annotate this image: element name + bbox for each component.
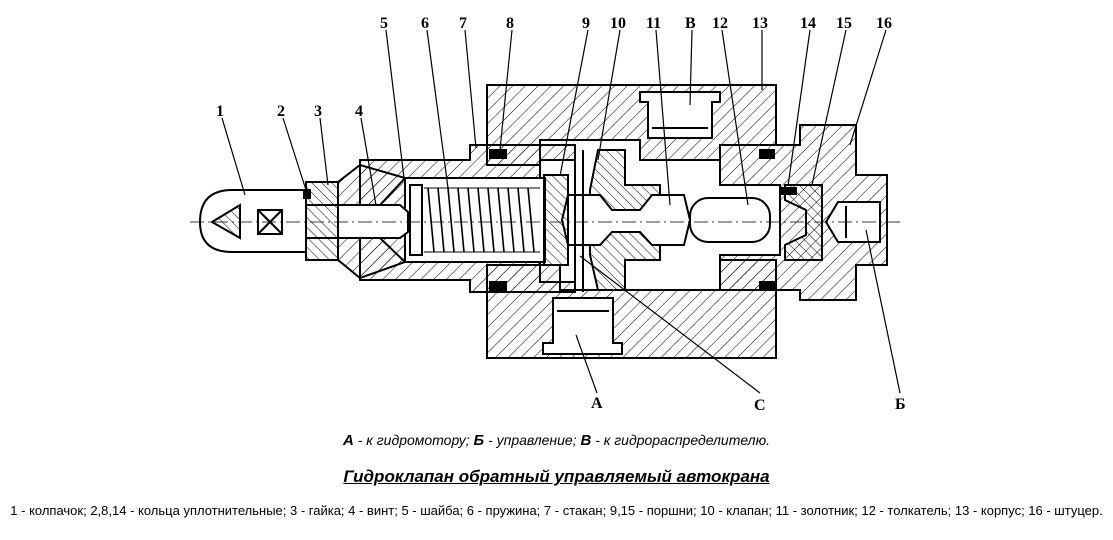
housing-cone-low xyxy=(337,237,407,280)
legend-v-text: - к гидрораспределителю. xyxy=(591,432,770,448)
piston-9 xyxy=(543,174,569,266)
legend-a-text: - к гидромотору; xyxy=(353,432,474,448)
callout-16: 16 xyxy=(876,15,892,32)
callout-5: 5 xyxy=(380,15,388,32)
port-label-b: Б xyxy=(895,396,906,413)
pusher-12 xyxy=(689,197,771,243)
legend-b-key: Б xyxy=(473,432,485,449)
callout-9: 9 xyxy=(582,15,590,32)
washer-5 xyxy=(409,184,423,256)
callout-4: 4 xyxy=(355,103,363,120)
diagram-title: Гидроклапан обратный управляемый автокра… xyxy=(343,467,770,486)
ring-14 xyxy=(781,187,797,195)
callout-v: В xyxy=(685,15,696,32)
spool-11 xyxy=(560,194,692,246)
cap-tip xyxy=(210,203,241,240)
legend-a-key: А xyxy=(342,432,354,449)
valve-cross-section-drawing: 1 2 3 4 5 6 7 8 9 10 11 В 12 13 14 15 16… xyxy=(190,15,906,414)
nut-3 xyxy=(305,181,339,261)
port-v-fitting xyxy=(639,91,721,139)
ports-legend: А - к гидромотору; Б - управление; В - к… xyxy=(0,432,1113,449)
callout-1: 1 xyxy=(216,103,224,120)
spring-6 xyxy=(424,187,540,253)
callout-8: 8 xyxy=(506,15,514,32)
ring-2 xyxy=(303,189,311,199)
port-label-a: А xyxy=(591,395,603,412)
port-label-c: С xyxy=(754,397,766,414)
piston-15 xyxy=(784,184,823,261)
ring-8 xyxy=(489,149,507,159)
callout-12: 12 xyxy=(712,15,728,32)
callout-10: 10 xyxy=(610,15,626,32)
housing-cone xyxy=(337,163,407,206)
callout-7: 7 xyxy=(459,15,467,32)
callout-6: 6 xyxy=(421,15,429,32)
callout-3: 3 xyxy=(314,103,322,120)
callout-15: 15 xyxy=(836,15,852,32)
callout-14: 14 xyxy=(800,15,816,32)
callout-13: 13 xyxy=(752,15,768,32)
callout-11: 11 xyxy=(646,15,661,32)
legend-b-text: - управление; xyxy=(484,432,581,448)
right-housing xyxy=(719,124,888,301)
port-a-fitting xyxy=(542,297,623,355)
legend-v-key: В xyxy=(580,432,592,449)
parts-list: 1 - колпачок; 2,8,14 - кольца уплотнител… xyxy=(10,503,1103,518)
callout-2: 2 xyxy=(277,103,285,120)
